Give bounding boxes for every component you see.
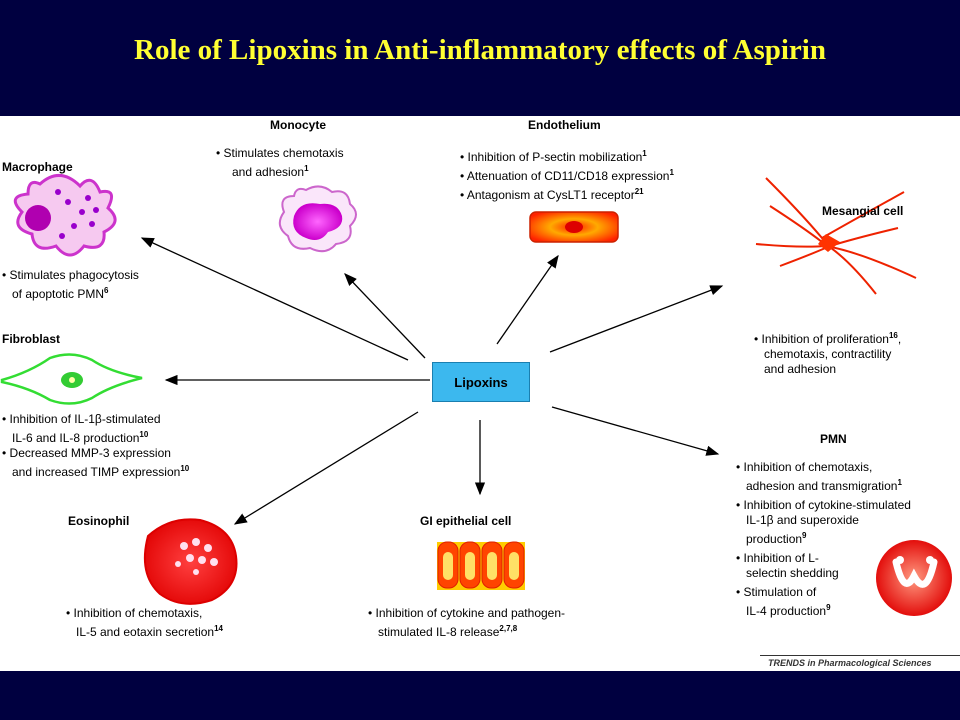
arrow-to-macrophage xyxy=(140,237,409,361)
eosinophil-description: • Inhibition of chemotaxis, IL-5 and eot… xyxy=(66,606,223,639)
diagram-graphics xyxy=(0,174,952,616)
arrow-to-eosinophil xyxy=(233,411,419,525)
source-divider xyxy=(760,655,960,656)
arrow-to-pmn xyxy=(551,406,720,456)
endothelium-description: • Inhibition of P-sectin mobilization1 •… xyxy=(460,149,674,202)
source-credit: TRENDS in Pharmacological Sciences xyxy=(768,658,932,668)
gi-epithelial-description: • Inhibition of cytokine and pathogen- s… xyxy=(368,606,566,639)
gi-epithelial-label: GI epithelial cell xyxy=(420,514,512,528)
arrow-to-mesangial xyxy=(549,285,724,353)
eosinophil-cell-icon xyxy=(143,518,238,605)
macrophage-cell-icon xyxy=(13,174,117,257)
mesangial-description: • Inhibition of proliferation16, chemota… xyxy=(754,331,902,376)
monocyte-label: Monocyte xyxy=(270,118,327,132)
monocyte-description: • Stimulates chemotaxis and adhesion1 xyxy=(216,146,344,179)
mesangial-label: Mesangial cell xyxy=(822,204,904,218)
diagram-panel: Lipoxins Macrophage • Stimulates phagocy… xyxy=(0,116,960,671)
arrow-to-endothelium xyxy=(496,254,559,345)
lipoxins-box: Lipoxins xyxy=(432,362,530,402)
eosinophil-label: Eosinophil xyxy=(68,514,130,528)
fibroblast-cell-icon xyxy=(0,353,143,405)
arrow-to-monocyte xyxy=(344,273,426,359)
fibroblast-description: • Inhibition of IL-1β-stimulated IL-6 an… xyxy=(2,412,190,479)
pmn-description: • Inhibition of chemotaxis, adhesion and… xyxy=(736,460,911,618)
slide-title: Role of Lipoxins in Anti-inflammatory ef… xyxy=(134,34,826,66)
monocyte-cell-icon xyxy=(278,185,357,253)
mesangial-cell-icon xyxy=(755,177,917,295)
pmn-label: PMN xyxy=(820,432,847,446)
fibroblast-label: Fibroblast xyxy=(2,332,61,346)
macrophage-label: Macrophage xyxy=(2,160,73,174)
gi-epithelial-cell-icon xyxy=(437,541,525,590)
pmn-cell-icon xyxy=(876,540,952,616)
endothelium-cell-icon xyxy=(529,211,619,243)
macrophage-description: • Stimulates phagocytosis of apoptotic P… xyxy=(2,268,139,301)
endothelium-label: Endothelium xyxy=(528,118,601,132)
